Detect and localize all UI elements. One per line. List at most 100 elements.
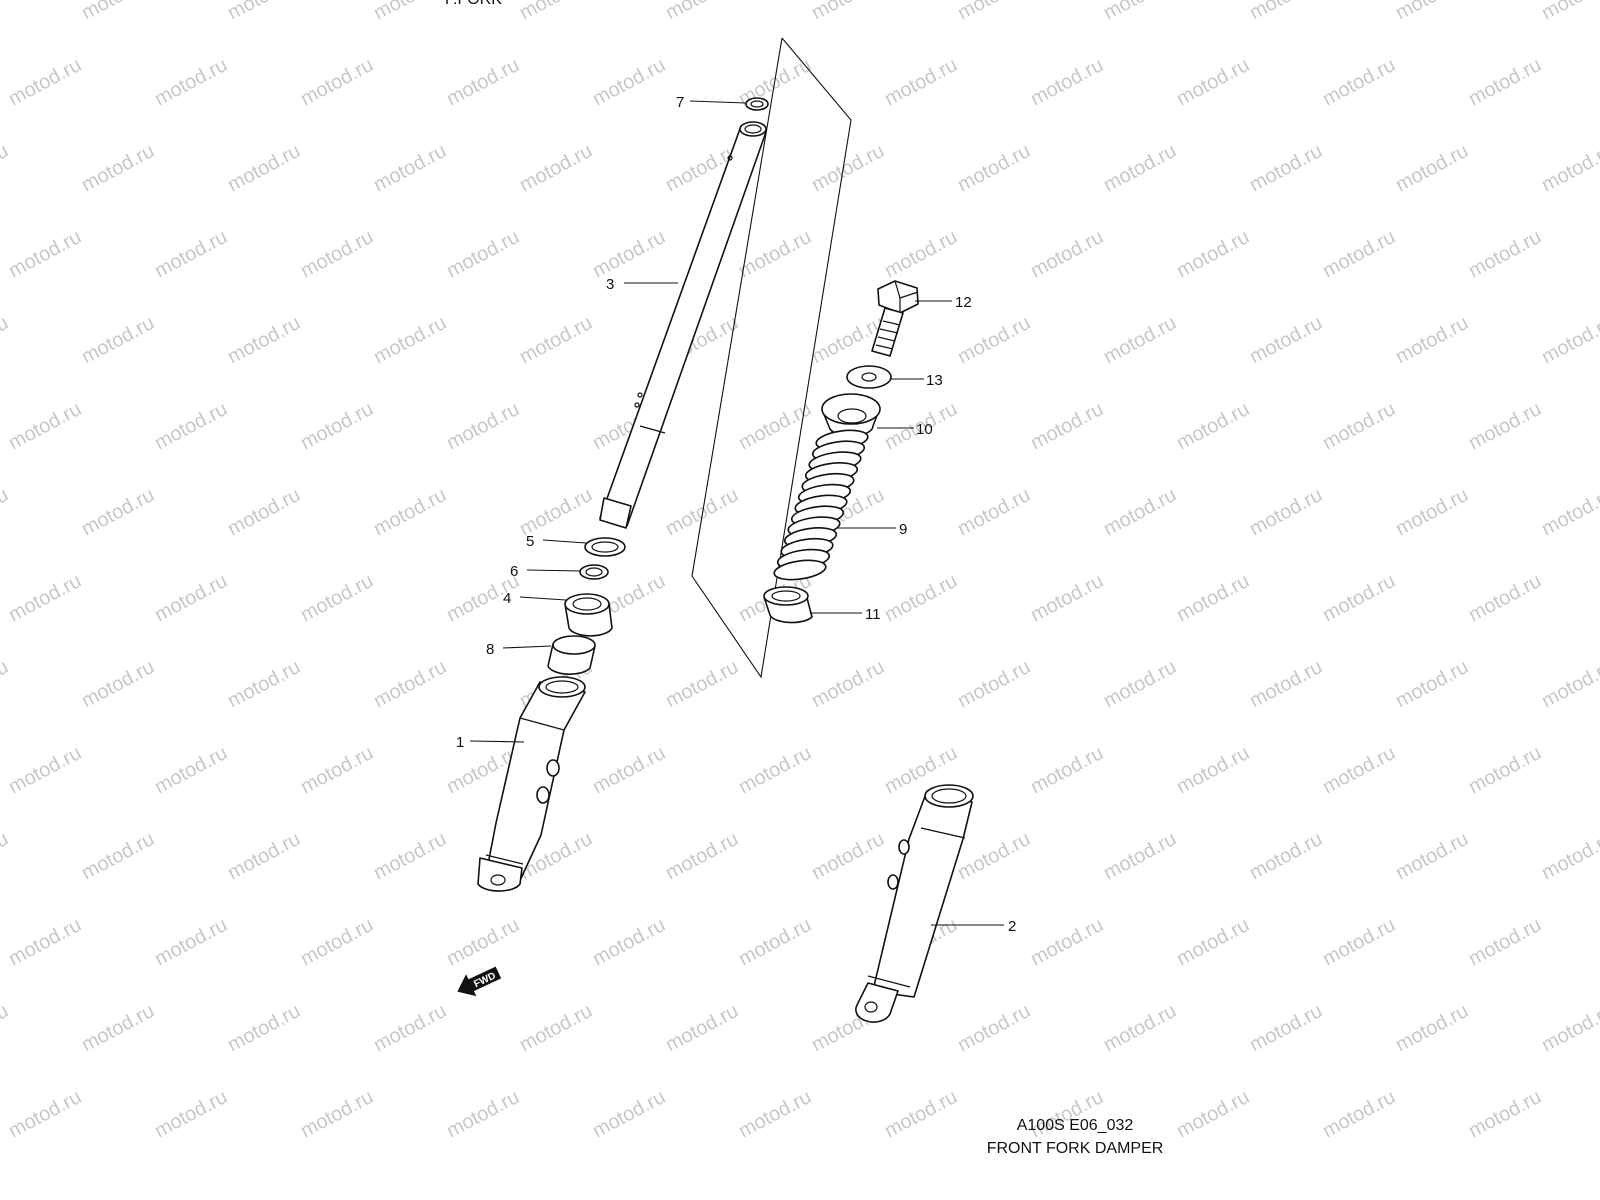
watermark-text: motod.ru: [662, 828, 742, 884]
watermark-text: motod.ru: [1246, 828, 1326, 884]
watermark-text: motod.ru: [1173, 226, 1253, 282]
watermark-text: motod.ru: [78, 484, 158, 540]
top-label: F.FORK: [445, 0, 502, 8]
part-10-spring-seat: [821, 393, 881, 437]
callout-1: 1: [456, 734, 464, 751]
part-12-bolt: [871, 280, 919, 357]
watermark-text: motod.ru: [151, 570, 231, 626]
watermark-text: motod.ru: [735, 914, 815, 970]
watermark-text: motod.ru: [881, 54, 961, 110]
watermark-text: motod.ru: [1465, 54, 1545, 110]
watermark-text: motod.ru: [224, 140, 304, 196]
watermark-text: motod.ru: [589, 226, 669, 282]
watermark-text: motod.ru: [1246, 484, 1326, 540]
watermark-text: motod.ru: [0, 828, 12, 884]
watermark-text: motod.ru: [808, 656, 888, 712]
fwd-label: FWD: [472, 971, 497, 991]
watermark-text: motod.ru: [1465, 742, 1545, 798]
watermark-text: motod.ru: [662, 0, 742, 24]
watermark-text: motod.ru: [5, 742, 85, 798]
watermark-text: motod.ru: [297, 226, 377, 282]
watermark-text: motod.ru: [735, 1086, 815, 1142]
watermark-text: motod.ru: [1100, 1000, 1180, 1056]
watermark-text: motod.ru: [516, 484, 596, 540]
watermark-text: motod.ru: [589, 1086, 669, 1142]
watermark-text: motod.ru: [662, 484, 742, 540]
watermark-text: motod.ru: [808, 0, 888, 24]
watermark-text: motod.ru: [78, 0, 158, 24]
watermark-text: motod.ru: [0, 140, 12, 196]
fwd-arrow-icon: FWD: [457, 966, 502, 997]
watermark-text: motod.ru: [1246, 140, 1326, 196]
callout-12: 12: [955, 294, 972, 311]
watermark-text: motod.ru: [1319, 1086, 1399, 1142]
part-3-inner-tube: [599, 121, 767, 529]
watermark-text: motod.ru: [1173, 54, 1253, 110]
watermark-text: motod.ru: [881, 570, 961, 626]
watermark-text: motod.ru: [516, 1000, 596, 1056]
watermark-text: motod.ru: [1392, 656, 1472, 712]
watermark-text: motod.ru: [516, 140, 596, 196]
watermark-text: motod.ru: [1246, 1000, 1326, 1056]
watermark-text: motod.ru: [1027, 226, 1107, 282]
watermark-text: motod.ru: [5, 1086, 85, 1142]
watermark-text: motod.ru: [954, 312, 1034, 368]
watermark-text: motod.ru: [0, 0, 12, 24]
watermark-text: motod.ru: [1538, 656, 1600, 712]
watermark-text: motod.ru: [1319, 54, 1399, 110]
watermark-text: motod.ru: [0, 484, 12, 540]
watermark-text: motod.ru: [1173, 1086, 1253, 1142]
watermark-text: motod.ru: [443, 54, 523, 110]
watermark-text: motod.ru: [1538, 1000, 1600, 1056]
watermark-text: motod.ru: [662, 656, 742, 712]
watermark-text: motod.ru: [224, 656, 304, 712]
part-5-circlip: [584, 537, 626, 557]
leader-6: [526, 569, 582, 572]
part-8-bushing: [547, 635, 596, 676]
leader-7: [689, 100, 747, 104]
watermark-text: motod.ru: [224, 484, 304, 540]
watermark-text: motod.ru: [1027, 742, 1107, 798]
watermark-text: motod.ru: [0, 312, 12, 368]
callout-10: 10: [916, 421, 933, 438]
watermark-text: motod.ru: [1100, 140, 1180, 196]
watermark-text: motod.ru: [78, 1000, 158, 1056]
watermark-text: motod.ru: [516, 312, 596, 368]
watermark-text: motod.ru: [735, 398, 815, 454]
watermark-text: motod.ru: [1465, 570, 1545, 626]
watermark-text: motod.ru: [1173, 570, 1253, 626]
watermark-text: motod.ru: [1100, 312, 1180, 368]
watermark-text: motod.ru: [224, 312, 304, 368]
watermark-text: motod.ru: [1246, 312, 1326, 368]
watermark-text: motod.ru: [1027, 570, 1107, 626]
watermark-text: motod.ru: [297, 54, 377, 110]
leader-1: [469, 740, 525, 743]
callout-9: 9: [899, 521, 907, 538]
watermark-text: motod.ru: [151, 54, 231, 110]
callout-7: 7: [676, 94, 684, 111]
watermark-text: motod.ru: [443, 398, 523, 454]
part-11-bush: [763, 586, 813, 624]
watermark-text: motod.ru: [370, 1000, 450, 1056]
watermark-text: motod.ru: [151, 914, 231, 970]
watermark-text: motod.ru: [443, 1086, 523, 1142]
callout-6: 6: [510, 563, 518, 580]
watermark-text: motod.ru: [370, 140, 450, 196]
watermark-text: motod.ru: [881, 1086, 961, 1142]
watermark-text: motod.ru: [5, 226, 85, 282]
watermark-text: motod.ru: [224, 828, 304, 884]
watermark-text: motod.ru: [297, 398, 377, 454]
watermark-text: motod.ru: [5, 570, 85, 626]
watermark-text: motod.ru: [881, 226, 961, 282]
callout-11: 11: [865, 606, 881, 623]
part-6-washer: [579, 564, 609, 580]
watermark-text: motod.ru: [370, 656, 450, 712]
diagram-title: FRONT FORK DAMPER: [987, 1140, 1164, 1157]
watermark-text: motod.ru: [370, 484, 450, 540]
watermark-text: motod.ru: [370, 0, 450, 24]
part-7-ring: [745, 97, 769, 111]
watermark-text: motod.ru: [78, 656, 158, 712]
watermark-text: motod.ru: [78, 312, 158, 368]
watermark-text: motod.ru: [297, 1086, 377, 1142]
watermark-text: motod.ru: [224, 0, 304, 24]
